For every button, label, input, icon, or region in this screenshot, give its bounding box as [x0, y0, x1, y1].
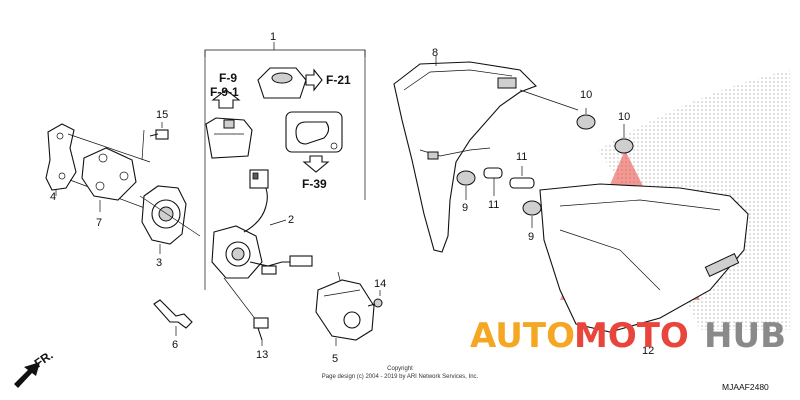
side-cover-left	[393, 56, 579, 253]
diagram-code: MJAAF2480	[722, 382, 769, 392]
callout-14: 14	[374, 278, 386, 290]
front-arrow: FR.	[14, 348, 56, 388]
ref-f39: F-39	[302, 177, 327, 191]
side-cover-right	[539, 183, 749, 342]
copyright-line2: Page design (c) 2004 - 2019 by ARI Netwo…	[322, 374, 479, 380]
key	[153, 299, 193, 336]
callout-12: 12	[642, 345, 654, 357]
grommet-10b	[614, 138, 634, 154]
switch-cover	[315, 271, 375, 346]
callout-11b: 11	[516, 151, 527, 163]
bolt-13	[253, 317, 269, 346]
grommet-10a	[576, 114, 596, 130]
grommet-11b	[509, 177, 535, 189]
callout-9a: 9	[462, 202, 468, 214]
watermark-hub: HUB	[704, 316, 786, 356]
callout-10b: 10	[618, 111, 630, 123]
ref-f9: F-9	[219, 71, 237, 85]
screw-14	[367, 290, 383, 308]
callout-11a: 11	[488, 199, 499, 211]
references: F-9 F-9-1 F-21 F-39	[210, 71, 351, 191]
callout-3: 3	[156, 257, 162, 269]
callout-7: 7	[96, 217, 102, 229]
grommet-9a	[456, 170, 476, 186]
lock-housing	[139, 185, 201, 254]
callout-13: 13	[256, 349, 268, 361]
watermark-text: AUTO MOTO HUB	[470, 316, 786, 356]
switch-top-cap	[257, 67, 307, 99]
key-cylinder	[285, 111, 343, 153]
ref-f9-1: F-9-1	[210, 85, 239, 99]
watermark-moto: MOTO	[574, 316, 689, 356]
callout-15: 15	[156, 109, 168, 121]
arrows	[211, 68, 330, 173]
switch-bracket	[81, 147, 137, 212]
callout-5: 5	[332, 353, 338, 365]
ignition-switch	[211, 169, 313, 321]
copyright: Copyright Page design (c) 2004 - 2019 by…	[322, 366, 479, 380]
watermark-auto: AUTO	[470, 316, 575, 356]
callout-1: 1	[270, 31, 276, 43]
callout-2: 2	[288, 214, 294, 226]
callouts: 1 2 3 4 5 6 7 8 9 9 10 10 11 11 12 13 14…	[50, 31, 654, 365]
grommets	[456, 108, 634, 228]
kit-bracket	[204, 42, 366, 290]
copyright-line1: Copyright	[387, 366, 413, 372]
grommet-9b	[522, 200, 542, 216]
callout-9b: 9	[528, 231, 534, 243]
callout-10a: 10	[580, 89, 592, 101]
callout-4: 4	[50, 191, 56, 203]
ref-f21: F-21	[326, 73, 351, 87]
grommet-11a	[483, 167, 503, 179]
bolt-15	[141, 122, 169, 161]
callout-8: 8	[432, 47, 438, 59]
switch-seal	[205, 117, 253, 159]
callout-6: 6	[172, 339, 178, 351]
